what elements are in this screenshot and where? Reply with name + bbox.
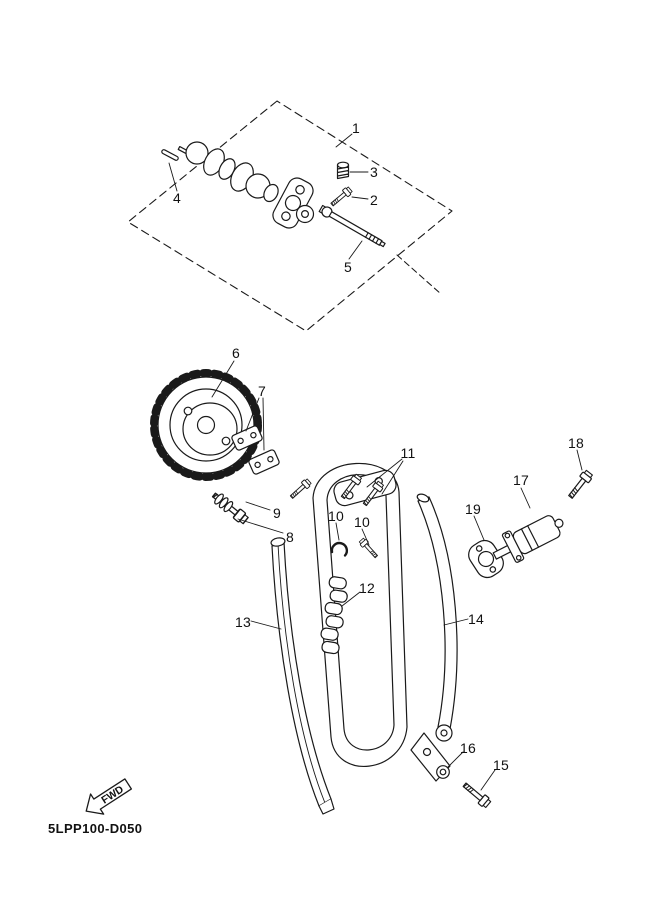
chain-guide-front xyxy=(270,537,335,815)
leader-lines xyxy=(168,133,583,791)
bolt-15 xyxy=(460,779,493,810)
chain-joint xyxy=(320,576,348,655)
camshaft-flange xyxy=(272,177,314,229)
stopper-plates xyxy=(231,425,280,475)
cam-sprocket xyxy=(150,369,262,481)
chain-tensioner xyxy=(492,515,564,563)
absorber-spring xyxy=(336,161,350,180)
assembly-dashed-box xyxy=(127,100,453,332)
camshaft xyxy=(161,141,315,229)
fwd-arrow: FWD xyxy=(85,778,133,815)
bolt-5 xyxy=(318,204,386,248)
tensioner-gasket xyxy=(468,539,504,579)
bolt-10 xyxy=(357,536,380,560)
washer-16 xyxy=(436,765,450,779)
bolt-18 xyxy=(565,468,595,501)
half-clip-10 xyxy=(330,541,348,557)
chain-guide-rear xyxy=(410,493,458,782)
bolt-2 xyxy=(328,185,354,209)
cam-chain xyxy=(312,462,408,768)
bolt-8 xyxy=(209,489,251,526)
dowel-pin xyxy=(161,149,179,161)
bolt-9 xyxy=(288,477,313,501)
diagram-code: 5LPP100-D050 xyxy=(48,821,143,836)
